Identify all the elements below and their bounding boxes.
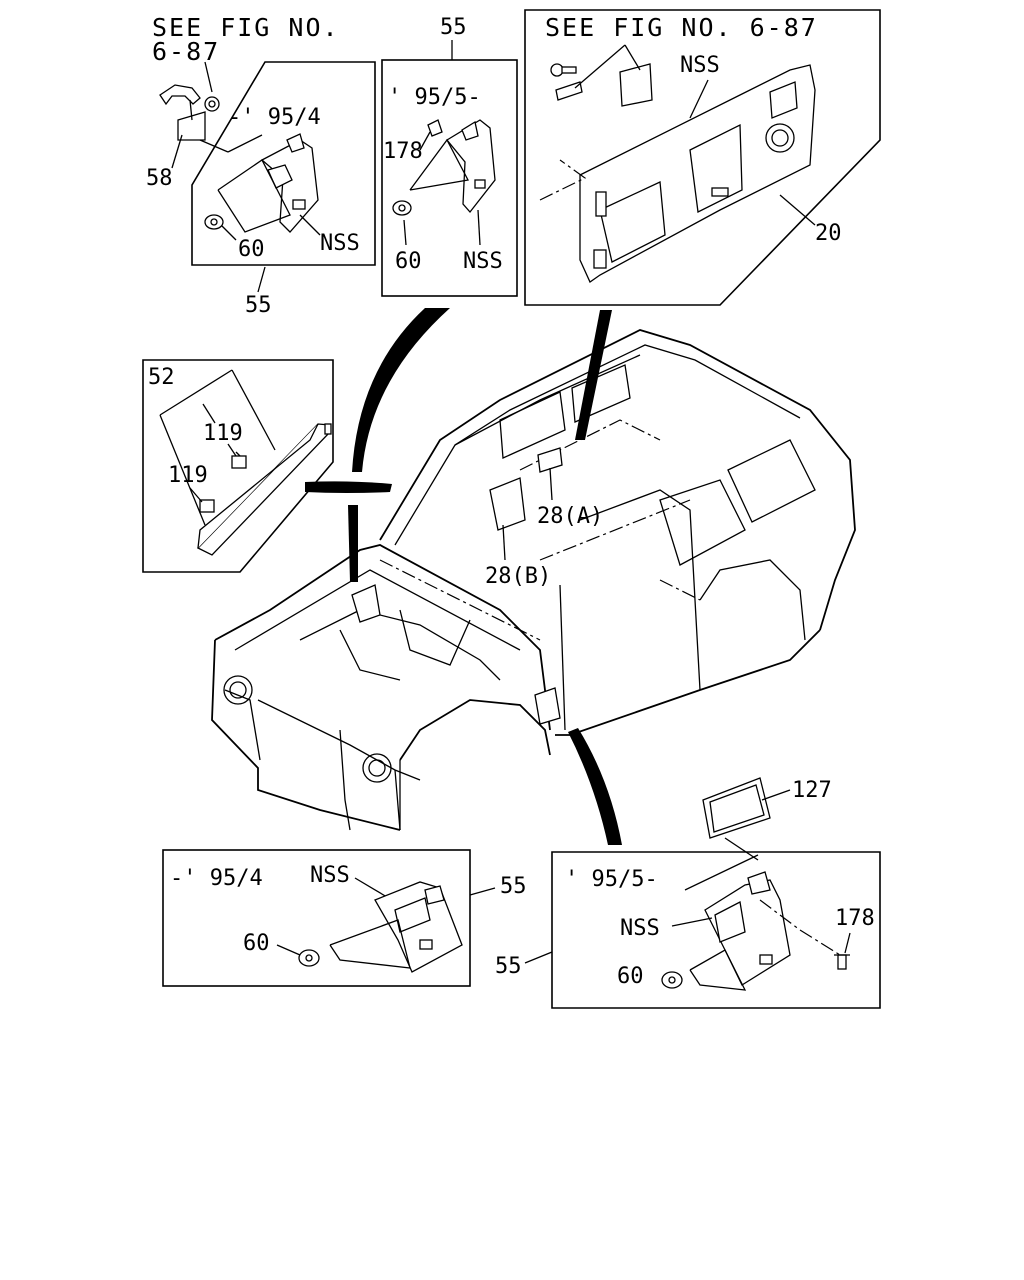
box1-part-label: 55 xyxy=(245,293,272,318)
detail-box-5 xyxy=(162,849,471,987)
box4-clip-a-label: 119 xyxy=(203,421,243,446)
trim-55-lower-left-drawing xyxy=(374,881,463,973)
clip-60-box2 xyxy=(392,200,412,216)
box6-nss-label: NSS xyxy=(620,916,660,941)
box6-screw-label: 178 xyxy=(835,906,875,931)
box6-part-label: 55 xyxy=(495,954,522,979)
box4-pillar-label: 52 xyxy=(148,365,175,390)
box5-part-label: 55 xyxy=(500,874,527,899)
box2-part-top: 55 xyxy=(440,15,467,40)
clip-119-b xyxy=(199,499,215,513)
leader-arc-box2 xyxy=(352,308,450,472)
leader-arc-box4 xyxy=(305,481,392,493)
trim-55-upper-mid-drawing xyxy=(427,119,496,214)
leader-arc-box5 xyxy=(348,505,358,582)
leader-arc-box6 xyxy=(568,728,622,845)
box2-range: ' 95/5- xyxy=(388,85,481,110)
detail-box-3 xyxy=(524,9,881,306)
body-label-28b: 28(B) xyxy=(485,564,551,589)
box5-range: -' 95/4 xyxy=(170,866,263,891)
screw-178-box6 xyxy=(834,954,850,970)
box3-panel-label: 20 xyxy=(815,221,842,246)
clip-119-a xyxy=(231,451,247,469)
detail-box-4 xyxy=(142,359,334,573)
trim-55-upper-left-drawing xyxy=(260,133,319,233)
clip-60-box6 xyxy=(661,971,683,989)
leader-arc-box3 xyxy=(575,310,612,440)
box6-plate-label: 127 xyxy=(792,778,832,803)
pillar-trim-52-drawing xyxy=(196,423,332,556)
plate-127-drawing xyxy=(702,777,771,839)
box1-nss-label: NSS xyxy=(320,231,360,256)
box6-range: ' 95/5- xyxy=(565,867,658,892)
detail-box-2 xyxy=(381,59,518,297)
box1-range: -' 95/4 xyxy=(228,105,321,130)
see-fig-left-line2: 6-87 xyxy=(152,37,220,66)
box4-clip-b-label: 119 xyxy=(168,463,208,488)
clip-60-box5 xyxy=(298,949,320,967)
see-fig-left-line1: SEE FIG NO. xyxy=(152,13,340,42)
body-label-28a: 28(A) xyxy=(537,504,603,529)
box5-nss-label: NSS xyxy=(310,863,350,888)
detail-box-1 xyxy=(191,61,376,266)
box5-clip-label: 60 xyxy=(243,931,270,956)
box2-screw-label: 178 xyxy=(383,139,423,164)
box2-nss-label: NSS xyxy=(463,249,503,274)
box3-nss-label: NSS xyxy=(680,53,720,78)
vehicle-body-drawing xyxy=(211,329,856,831)
trim-55-lower-right-drawing xyxy=(704,871,791,986)
detail-box-6 xyxy=(551,851,881,1009)
box2-clip-label: 60 xyxy=(395,249,422,274)
box6-clip-label: 60 xyxy=(617,964,644,989)
see-fig-right: SEE FIG NO. 6-87 xyxy=(545,13,818,42)
clip-60-box1 xyxy=(204,214,224,230)
quarter-panel-20-drawing xyxy=(550,44,816,283)
label-58: 58 xyxy=(146,166,173,191)
bracket-58-drawing xyxy=(159,84,220,141)
box1-clip-label: 60 xyxy=(238,237,265,262)
